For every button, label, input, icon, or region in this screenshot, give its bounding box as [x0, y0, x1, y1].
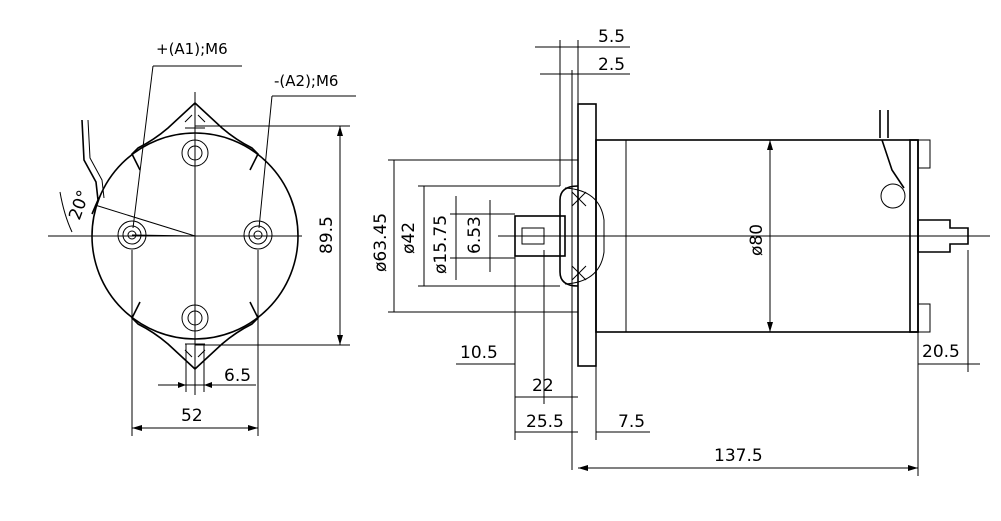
cable [81, 119, 99, 215]
cable-clamp [880, 183, 906, 209]
front-view: 20° +(A1);M6 -(A2);M6 89.5 52 6.5 [48, 40, 356, 436]
slot-label: 6.5 [224, 366, 251, 386]
a2-terminal [243, 220, 273, 250]
flange-outline [131, 101, 259, 371]
main-terminal [917, 219, 969, 253]
flange-plate [577, 103, 597, 367]
dim205-label: 20.5 [922, 342, 960, 362]
dim22-label: 22 [532, 376, 554, 396]
keyway [521, 227, 545, 245]
dim653-label: 6.53 [465, 216, 485, 254]
dia1575-label: ø15.75 [431, 215, 451, 274]
a1-leader [132, 65, 154, 229]
bottom-mounting-hole [181, 304, 209, 332]
motor-body-circle [91, 132, 299, 340]
top-mounting-hole-inner [187, 145, 203, 161]
dia42-label: ø42 [399, 222, 419, 254]
dim105-label: 10.5 [460, 343, 498, 363]
bearing-cross [571, 191, 587, 281]
top-mounting-hole [181, 139, 209, 167]
top-bolt [917, 139, 931, 169]
cable-edge [87, 119, 105, 199]
dim25-label: 2.5 [598, 55, 625, 75]
angle-ref [131, 234, 196, 237]
pilot-boss [559, 185, 579, 287]
dim255-label: 25.5 [526, 412, 564, 432]
angle-line [94, 204, 196, 237]
bottom-mounting-hole-inner [187, 310, 203, 326]
shaft [514, 215, 566, 257]
height-label: 89.5 [317, 216, 337, 254]
a2-leader [258, 95, 273, 229]
a2-terminal-ring [248, 225, 268, 245]
dim55-label: 5.5 [598, 27, 625, 47]
a2-label: -(A2);M6 [274, 72, 338, 90]
slot-arrows [178, 382, 212, 388]
side-cable [879, 110, 905, 189]
side-view: 5.5 2.5 ø63.45 ø42 ø15.75 6.53 ø80 10.5 [371, 27, 990, 476]
angle-label: 20° [65, 188, 94, 223]
width-label: 52 [181, 406, 203, 426]
dia80-label: ø80 [747, 224, 767, 256]
dim75-label: 7.5 [618, 412, 645, 432]
a2-terminal-core [253, 230, 263, 240]
bottom-bolt [917, 303, 931, 333]
dia6345-label: ø63.45 [371, 213, 391, 272]
top-slot [184, 114, 206, 129]
pilot-inner [564, 187, 605, 285]
dim1375-label: 137.5 [714, 446, 763, 466]
angle-arc [59, 191, 73, 233]
a1-label: +(A1);M6 [156, 40, 228, 58]
